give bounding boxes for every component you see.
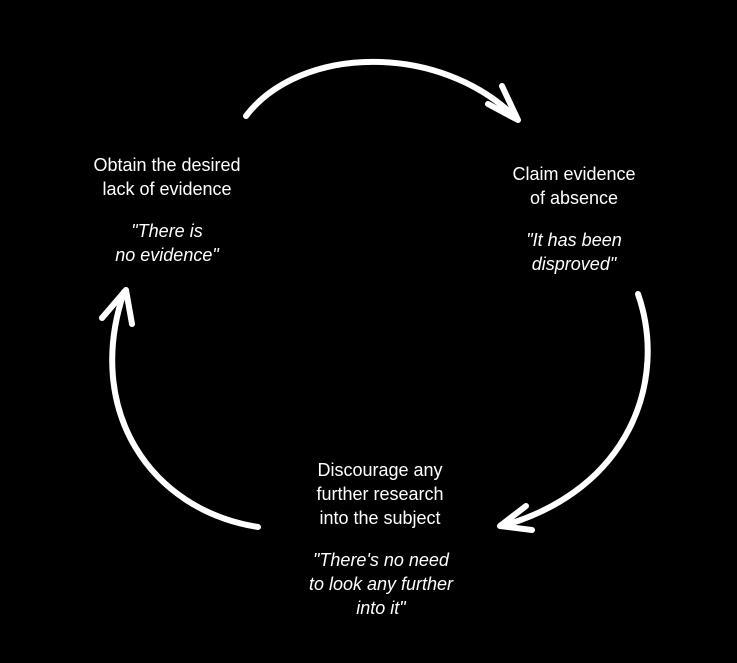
node-quote-line: into it"	[356, 598, 406, 618]
arrow-obtain-to-claim	[243, 59, 521, 123]
node-title-line: Claim evidence	[512, 164, 636, 184]
node-quote: "There is no evidence"	[62, 219, 272, 267]
node-quote-line: "There is	[131, 221, 203, 241]
node-discourage: Discourage any further research into the…	[280, 458, 480, 530]
node-title-line: lack of evidence	[102, 179, 232, 199]
arrowhead-icon	[497, 503, 535, 533]
node-title-line: Obtain the desired	[93, 155, 241, 175]
node-quote-line: disproved"	[531, 254, 617, 274]
node-title: Discourage any further research into the…	[280, 458, 480, 530]
node-discourage-quote: "There's no need to look any further int…	[271, 548, 491, 620]
node-quote-line: "There's no need	[313, 550, 449, 570]
node-obtain: Obtain the desired lack of evidence "The…	[62, 153, 272, 267]
node-title-line: into the subject	[319, 508, 441, 528]
node-title: Claim evidence of absence	[474, 162, 674, 210]
node-quote: "It has been disproved"	[474, 228, 674, 276]
node-title-line: of absence	[529, 188, 619, 208]
node-quote-line: "It has been	[526, 230, 622, 250]
node-title-line: Discourage any	[317, 460, 443, 480]
arrowhead-icon	[485, 83, 521, 123]
arrowhead-icon	[99, 287, 135, 327]
curved-arrow-icon	[243, 59, 519, 121]
node-claim: Claim evidence of absence "It has been d…	[474, 162, 674, 276]
node-quote-line: to look any further	[308, 574, 454, 594]
curved-arrow-icon	[109, 289, 261, 530]
node-title-line: further research	[316, 484, 444, 504]
node-quote-line: no evidence"	[115, 245, 219, 265]
arrow-discourage-to-obtain	[99, 287, 261, 530]
node-title: Obtain the desired lack of evidence	[62, 153, 272, 201]
curved-arrow-icon	[499, 291, 651, 529]
node-quote: "There's no need to look any further int…	[271, 548, 491, 620]
arrow-claim-to-discourage	[497, 291, 651, 533]
